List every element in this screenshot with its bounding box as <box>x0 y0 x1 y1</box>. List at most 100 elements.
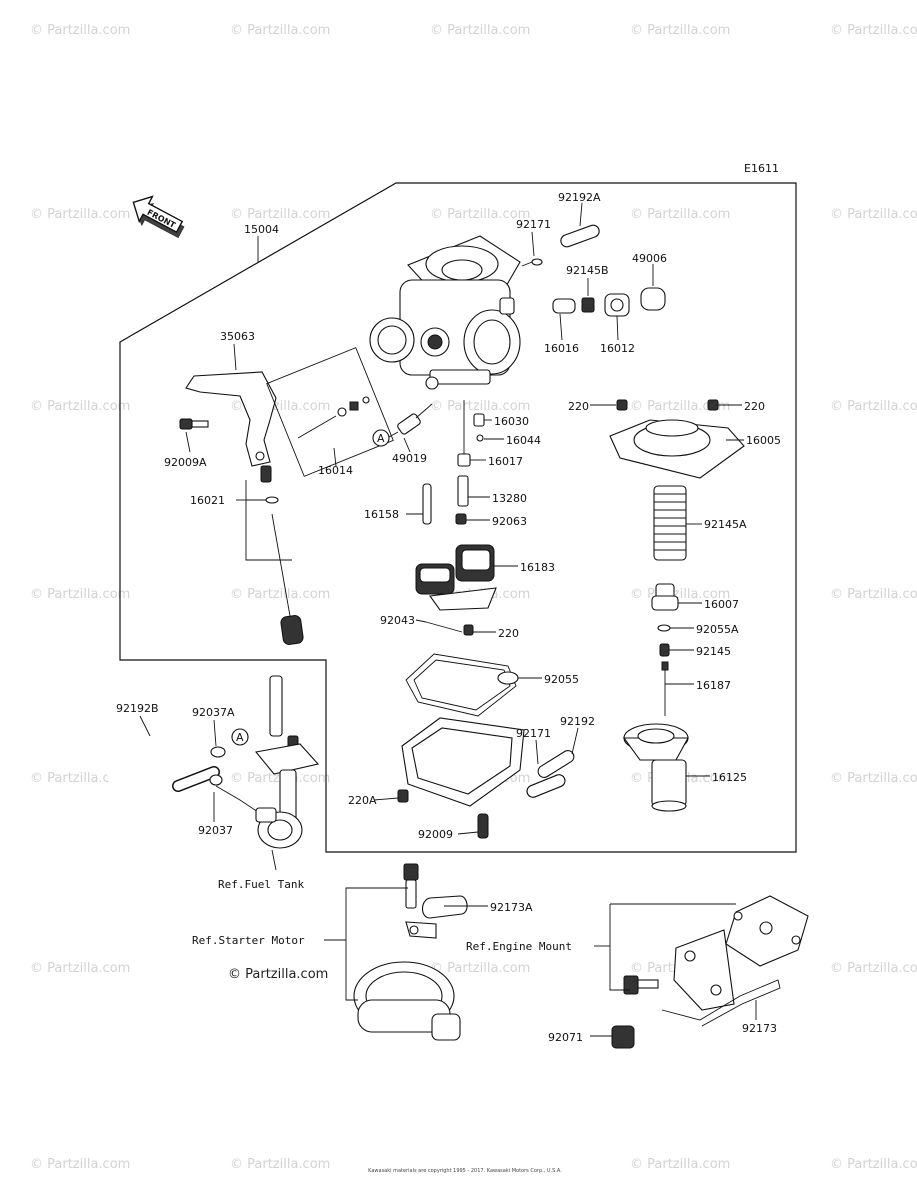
part-label: 92171 <box>516 727 551 740</box>
carburetor-body <box>369 235 521 390</box>
screw-92009A <box>179 418 209 430</box>
top-cover-16005 <box>609 399 745 479</box>
watermark: © Partzilla.com <box>830 399 917 414</box>
part-label: 16030 <box>494 415 529 428</box>
part-label: 92071 <box>548 1031 583 1044</box>
float-pin-92043 <box>425 621 463 633</box>
clip-92037A <box>210 746 226 758</box>
screw-220 <box>463 624 474 636</box>
part-label: 16007 <box>704 598 739 611</box>
ref-starter-motor: Ref.Starter Motor <box>192 934 305 947</box>
clip-92037 <box>209 774 223 786</box>
watermark: © Partzilla.com <box>430 23 530 38</box>
watermark: © Partzilla.com <box>830 207 917 222</box>
partzilla-brand: © Partzilla.com <box>228 967 328 982</box>
part-label: 220A <box>348 794 377 807</box>
gasket-92055 <box>405 653 519 717</box>
callout-circle <box>231 728 249 746</box>
watermark: © Partzilla.com <box>830 771 917 786</box>
part-label: 16021 <box>190 494 225 507</box>
part-label: 92173 <box>742 1022 777 1035</box>
jets <box>422 413 485 525</box>
starter-housing <box>353 863 468 1041</box>
watermark: © Partzilla.com <box>630 399 730 414</box>
part-label: 16012 <box>600 342 635 355</box>
front-arrow-icon: FRONT <box>132 195 185 239</box>
watermark: © Partzilla.com <box>30 23 130 38</box>
ref-fuel-tank: Ref.Fuel Tank <box>218 878 304 891</box>
watermark: © Partzilla.com <box>830 961 917 976</box>
part-label: 92171 <box>516 218 551 231</box>
watermark: © Partzilla.com <box>30 587 130 602</box>
part-label: 92145 <box>696 645 731 658</box>
float-16183 <box>415 544 497 611</box>
part-label: 92055 <box>544 673 579 686</box>
copyright-footer: Kawasaki materials are copyright 1995 - … <box>368 1168 562 1174</box>
part-label: 16014 <box>318 464 353 477</box>
watermark: © Partzilla.com <box>430 961 530 976</box>
part-label: 92192A <box>558 191 601 204</box>
part-label: 92192 <box>560 715 595 728</box>
part-label: 16005 <box>746 434 781 447</box>
part-label: 16017 <box>488 455 523 468</box>
watermark: © Partzilla.com <box>430 399 530 414</box>
part-label: 49019 <box>392 452 427 465</box>
watermark: © Partzilla.com <box>30 399 130 414</box>
watermark: © Partzilla.com <box>630 23 730 38</box>
callout-a: A <box>377 432 385 445</box>
watermark: © Partzilla.com <box>830 23 917 38</box>
part-label: 92063 <box>492 515 527 528</box>
watermark: © Partzilla.com <box>630 207 730 222</box>
part-label: 15004 <box>244 223 279 236</box>
plunger-49019 <box>397 403 433 435</box>
choke-parts <box>531 224 666 317</box>
part-label: 16016 <box>544 342 579 355</box>
part-label: 92173A <box>490 901 533 914</box>
engine-mount <box>611 895 809 1049</box>
part-label: 16183 <box>520 561 555 574</box>
diagram-code: E1611 <box>744 162 779 175</box>
part-label: 92043 <box>380 614 415 627</box>
vacuum-piston-16125 <box>622 723 689 812</box>
watermark: © Partzilla.com <box>430 207 530 222</box>
part-label: 220 <box>498 627 519 640</box>
bracket-35063 <box>185 371 277 467</box>
watermark: © Partzilla.com <box>230 1157 330 1172</box>
part-label: 16158 <box>364 508 399 521</box>
part-label: 92055A <box>696 623 739 636</box>
part-label: 13280 <box>492 492 527 505</box>
part-label: 220 <box>568 400 589 413</box>
callout-a: A <box>236 731 244 744</box>
part-label: 92009 <box>418 828 453 841</box>
part-label: 220 <box>744 400 765 413</box>
watermark: © Partzilla.com <box>30 1157 130 1172</box>
watermark: © Partzilla.com <box>30 771 130 786</box>
ref-engine-mount: Ref.Engine Mount <box>466 940 572 953</box>
part-label: 92037A <box>192 706 235 719</box>
part-label: 16044 <box>506 434 541 447</box>
throttle-stop-16021 <box>260 465 304 645</box>
part-label: 16187 <box>696 679 731 692</box>
watermark: © Partzilla.com <box>230 207 330 222</box>
watermark: © Partzilla.com <box>30 961 130 976</box>
drain-hose-92192 <box>526 750 575 798</box>
watermark: © Partzilla.com <box>30 207 130 222</box>
part-label: 92037 <box>198 824 233 837</box>
part-label: 35063 <box>220 330 255 343</box>
fuel-hose-92192B <box>107 735 220 799</box>
watermark: © Partzilla.com <box>230 587 330 602</box>
part-label: 49006 <box>632 252 667 265</box>
part-label: 92192B <box>116 702 159 715</box>
part-label: 92009A <box>164 456 207 469</box>
part-label: 92145B <box>566 264 609 277</box>
fuel-tap <box>254 675 320 849</box>
callout-circle <box>372 429 390 447</box>
watermark: © Partzilla.com <box>830 587 917 602</box>
float-bowl <box>397 717 525 839</box>
watermark: © Partzilla.com <box>230 23 330 38</box>
part-label: 16125 <box>712 771 747 784</box>
watermark: © Partzilla.com <box>830 1157 917 1172</box>
assembly-frame <box>119 182 797 853</box>
watermark: © Partzilla.com <box>630 1157 730 1172</box>
